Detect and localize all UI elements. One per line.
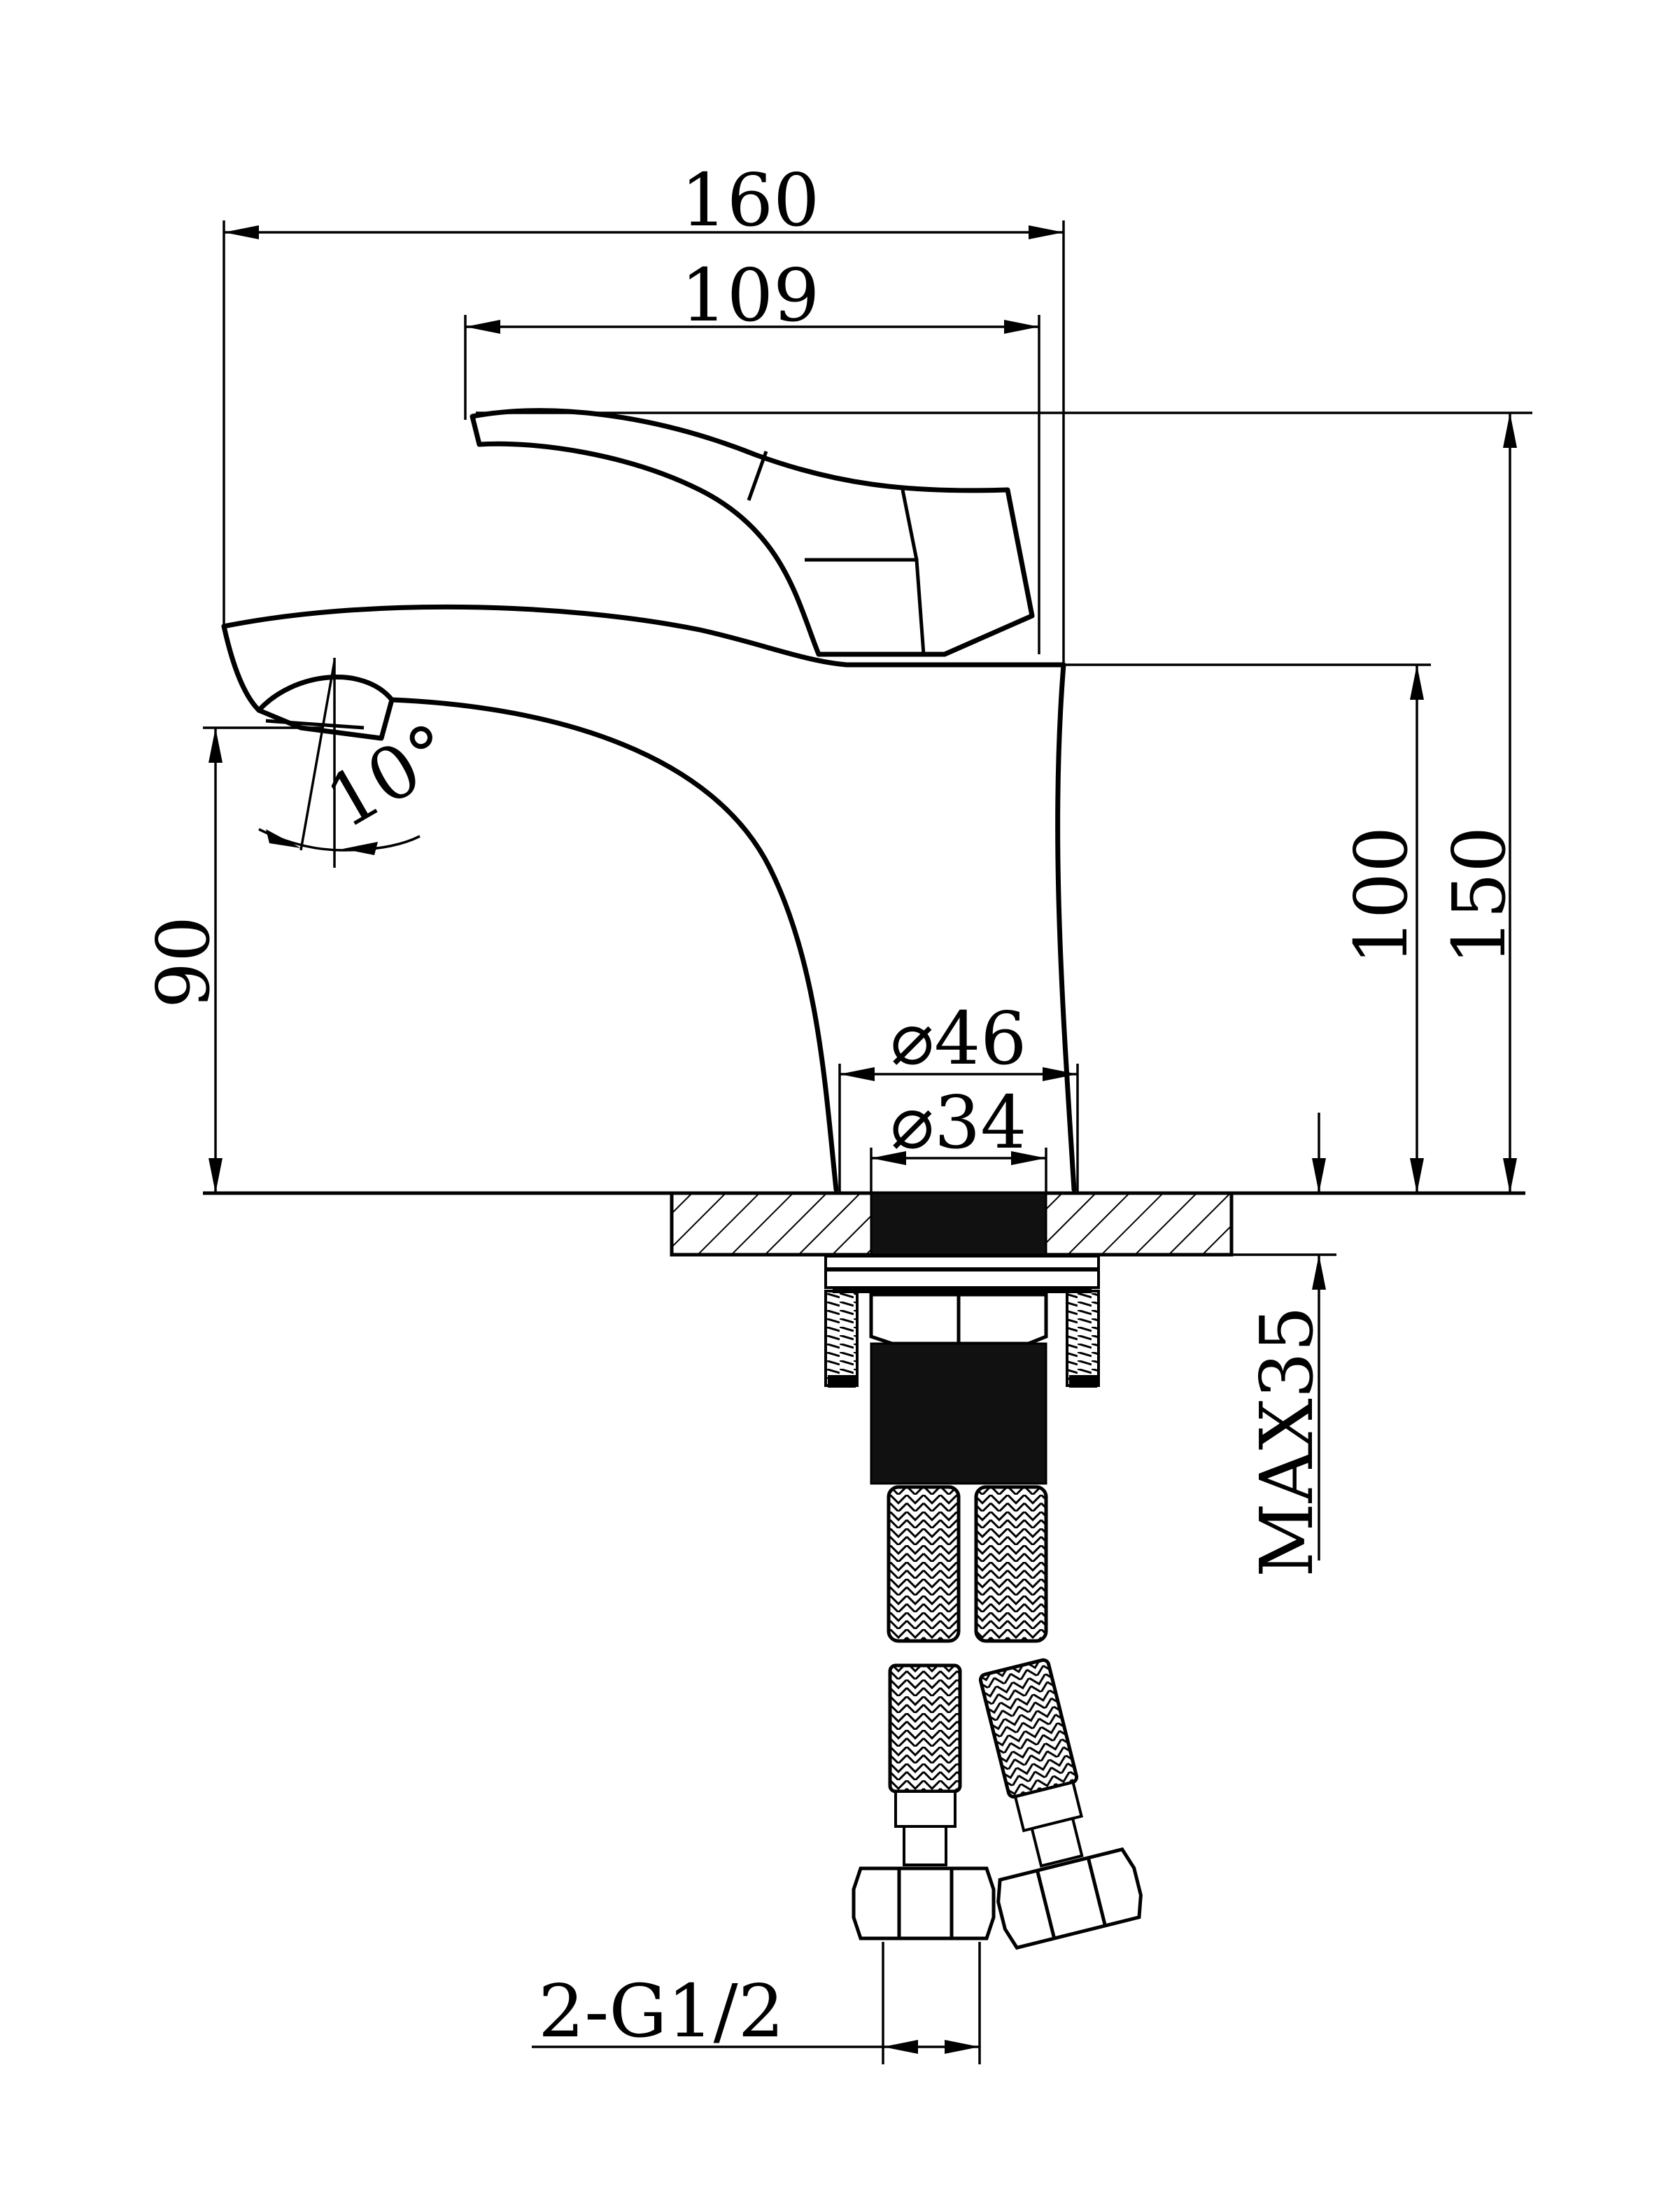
dim-overall-height: 150 [476,411,1532,1193]
countertop-section [203,1191,1525,1257]
dim-label-100: 100 [1339,826,1424,966]
dim-label-2g12: 2-G1/2 [538,1968,784,2054]
dim-thread-diameter: ⌀34 [870,1080,1047,1193]
supply-hose-left [852,1485,996,1940]
dim-max-counter-thickness: MAX35 [1231,1113,1336,1577]
mounting-assembly [824,1255,1100,1485]
dim-base-diameter: ⌀46 [838,996,1079,1193]
dim-label-90: 90 [141,916,226,1008]
dim-body-height: 100 [1064,663,1431,1193]
dim-label-150: 150 [1437,826,1522,966]
dim-overall-width: 160 [223,157,1065,665]
dim-outlet-height: 90 [141,726,322,1193]
dim-label-max35: MAX35 [1244,1306,1329,1577]
dim-hose-connection: 2-G1/2 [532,1942,981,2064]
supply-hose-right [974,1485,1143,1950]
dim-label-d46: ⌀46 [891,996,1027,1081]
faucet-body [221,604,1077,1192]
dim-label-109: 109 [681,253,820,338]
dim-spout-length: 109 [464,253,1040,654]
dim-label-d34: ⌀34 [891,1080,1027,1165]
faucet-handle [470,408,1035,657]
dim-label-160: 160 [681,157,820,243]
